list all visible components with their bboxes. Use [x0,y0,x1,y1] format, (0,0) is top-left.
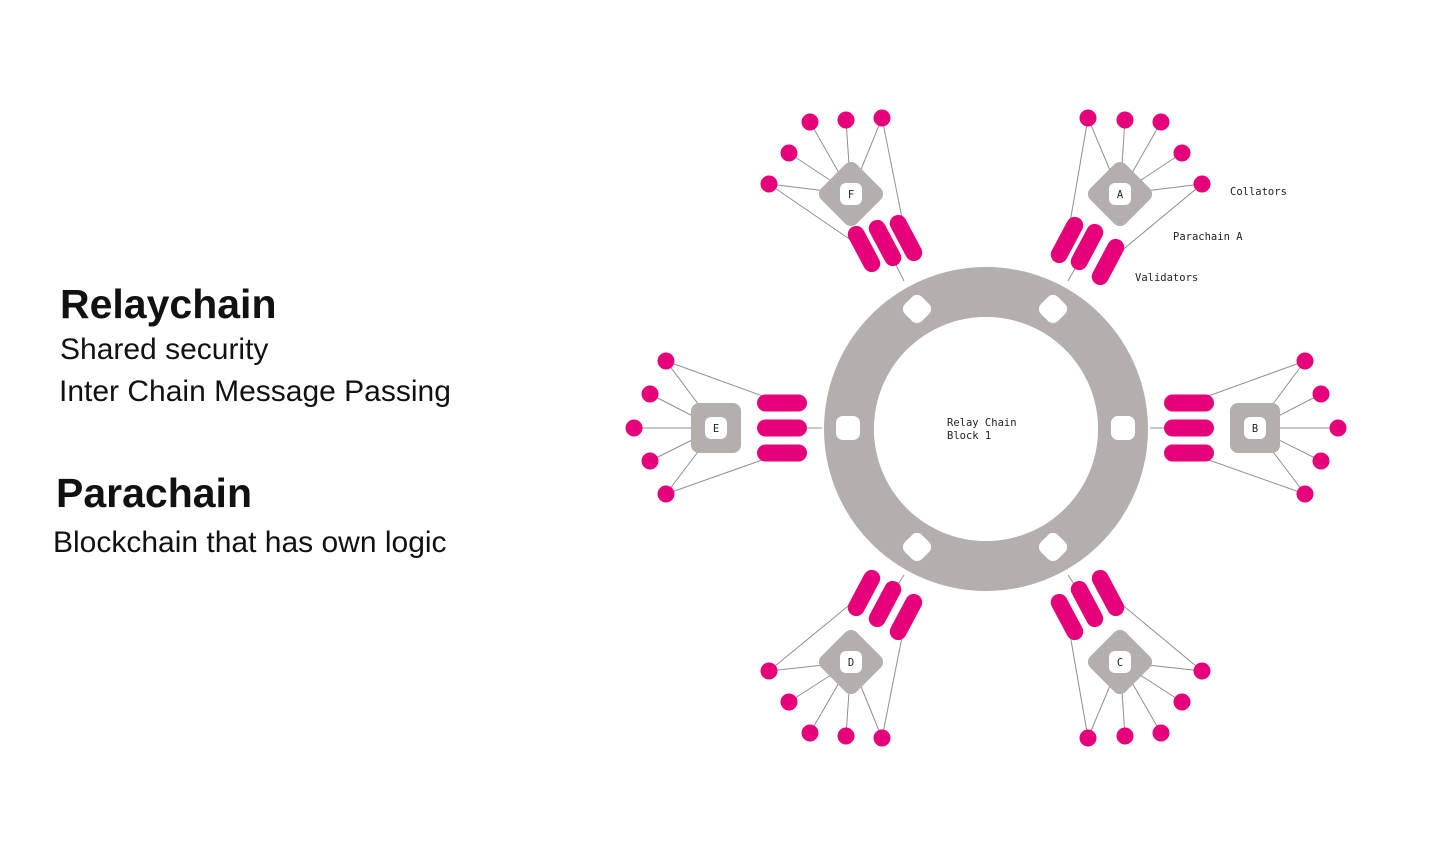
parachain-node-inner-c [1109,651,1131,673]
relaychain-feature-shared-security: Shared security [60,333,269,366]
text-panel: Relaychain Shared security Inter Chain M… [0,0,600,856]
collator-c-4 [1173,693,1191,711]
collator-b-1 [1296,352,1314,370]
ring-slot-d [902,532,932,562]
collator-d-2 [780,693,798,711]
ring-slot-e [836,416,860,440]
collator-a-4 [1173,144,1191,162]
validator-b-2 [1164,419,1214,437]
validator-a-2 [1070,223,1104,271]
collator-f-4 [837,111,855,129]
parachain-f: F [760,109,923,273]
ring-slot-b [1111,416,1135,440]
collator-b-5 [1296,485,1314,503]
validator-d-3 [889,593,923,641]
parachain-heading: Parachain [56,470,252,516]
parachain-node-inner-a [1109,183,1131,205]
parachain-node-label-a: A [1117,189,1124,201]
validators-annotation: Validators [1135,272,1198,284]
ring-slot-a [1038,294,1068,324]
validator-f-3 [889,214,923,262]
validator-d-2 [868,580,902,628]
collators-annotation: Collators [1230,186,1287,198]
validator-a-1 [1050,216,1084,264]
collator-e-5 [657,485,675,503]
relay-chain-label-line-2: Block 1 [947,430,991,442]
collator-e-4 [641,452,659,470]
collator-f-1 [760,175,778,193]
parachain-node-inner-e [705,417,727,439]
parachain-description: Blockchain that has own logic [53,526,447,559]
collator-e-3 [625,419,643,437]
collator-b-4 [1312,452,1330,470]
collator-b-3 [1329,419,1347,437]
parachain-node-label-f: F [848,189,854,201]
collator-b-2 [1312,385,1330,403]
parachain-a: A [1050,109,1211,286]
collator-c-3 [1152,724,1170,742]
collator-d-4 [837,727,855,745]
parachain-b: B [1164,352,1347,503]
parachain-node-label-c: C [1117,657,1123,669]
parachain-a-annotation: Parachain A [1173,231,1243,243]
validator-e-3 [757,444,807,462]
relay-chain-label-line-1: Relay Chain [947,417,1017,429]
relay-chain-center [874,317,1098,541]
validator-b-3 [1164,444,1214,462]
parachain-node-inner-b [1244,417,1266,439]
parachain-e: E [625,352,807,503]
validator-f-1 [847,225,881,273]
collator-c-5 [1193,662,1211,680]
collator-e-2 [641,385,659,403]
collator-validator-link-f-a [768,183,865,250]
parachain-node-label-e: E [713,423,719,435]
collator-f-5 [873,109,891,127]
parachain-node-inner-d [840,651,862,673]
validator-a-3 [1091,238,1125,286]
collator-f-3 [801,113,819,131]
validator-c-2 [1070,580,1104,628]
parachain-node-inner-f [840,183,862,205]
collator-c-1 [1079,729,1097,747]
validator-e-2 [757,419,807,437]
collator-d-5 [873,729,891,747]
parachain-c: C [1050,569,1211,747]
collator-a-5 [1193,175,1211,193]
collator-d-1 [760,662,778,680]
parachain-node-label-b: B [1252,423,1258,435]
collator-a-3 [1152,113,1170,131]
collator-f-2 [780,144,798,162]
parachain-d: D [760,569,923,747]
relaychain-heading: Relaychain [60,281,277,327]
relaychain-feature-message-passing: Inter Chain Message Passing [59,375,451,408]
validator-c-1 [1050,593,1084,641]
collator-d-3 [801,724,819,742]
parachain-node-label-d: D [848,657,854,669]
collator-c-2 [1116,727,1134,745]
collator-e-1 [657,352,675,370]
ring-slot-f [902,294,932,324]
validator-b-1 [1164,394,1214,412]
parachain-groups: F A E B D C [625,109,1347,747]
collator-a-1 [1079,109,1097,127]
collator-a-2 [1116,111,1134,129]
validator-e-1 [757,394,807,412]
relay-chain-slots [836,294,1135,562]
validator-d-1 [847,569,881,617]
validator-c-3 [1091,569,1125,617]
validator-f-2 [868,219,902,267]
ring-slot-c [1038,532,1068,562]
